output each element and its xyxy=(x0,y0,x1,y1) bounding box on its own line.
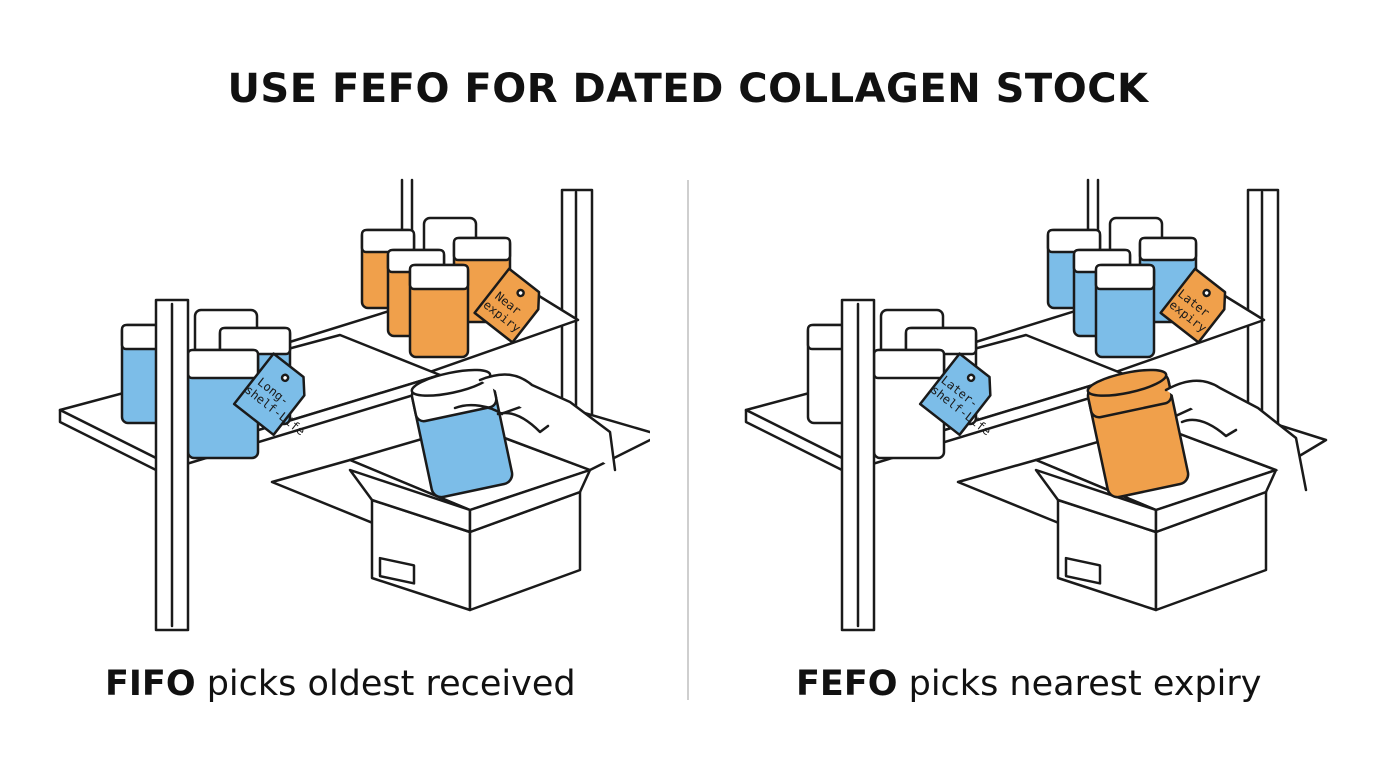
fifo-illustration: Near expiry Long- shelf-Life xyxy=(58,178,650,632)
fefo-caption-bold: FEFO xyxy=(796,664,898,704)
fifo-panel: Near expiry Long- shelf-Life xyxy=(50,170,650,640)
top-shelf-jars xyxy=(360,216,512,359)
fefo-illustration: Later expiry Later- shelf-Life xyxy=(744,178,1328,632)
fefo-caption: FEFO picks nearest expiry xyxy=(796,664,1262,704)
fefo-panel: Later expiry Later- shelf-Life xyxy=(736,170,1336,640)
picked-jar xyxy=(1086,368,1190,499)
page-title: USE FEFO FOR DATED COLLAGEN STOCK xyxy=(227,66,1149,112)
picked-jar xyxy=(410,368,514,499)
fifo-caption: FIFO picks oldest received xyxy=(105,664,576,704)
fifo-caption-bold: FIFO xyxy=(105,664,196,704)
picking-hand xyxy=(1164,379,1308,492)
picking-hand xyxy=(453,373,617,472)
near-expiry-tag: Near expiry xyxy=(473,267,541,344)
fifo-caption-text: picks oldest received xyxy=(195,664,576,704)
fefo-caption-text: picks nearest expiry xyxy=(897,664,1262,704)
panel-divider xyxy=(687,180,689,700)
